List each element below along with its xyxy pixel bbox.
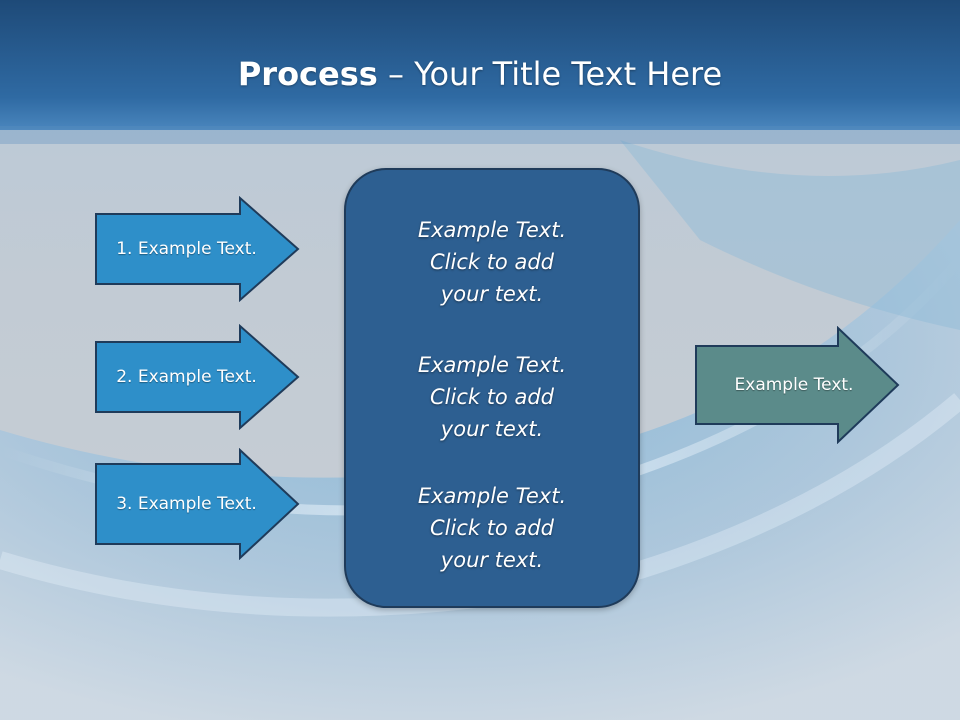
- arrow-shape: [95, 324, 300, 430]
- output-arrow[interactable]: Example Text.: [694, 326, 900, 444]
- block-line: Click to add: [429, 385, 554, 409]
- title-rest-text: – Your Title Text Here: [377, 55, 723, 93]
- block-line: Example Text.: [417, 353, 567, 377]
- arrow-shape: [95, 448, 300, 560]
- center-text-block-3: Example Text. Click to add your text.: [346, 480, 638, 576]
- input-arrow-1[interactable]: 1. Example Text.: [94, 196, 300, 302]
- title-bold-text: Process: [237, 55, 378, 93]
- block-line: your text.: [440, 548, 544, 572]
- input-arrow-2[interactable]: 2. Example Text.: [94, 324, 300, 430]
- center-text-block-2: Example Text. Click to add your text.: [346, 349, 638, 445]
- block-line: Example Text.: [417, 218, 567, 242]
- block-line: your text.: [440, 282, 544, 306]
- arrow-shape: [695, 326, 900, 444]
- process-center-box[interactable]: Example Text. Click to add your text. Ex…: [344, 168, 640, 608]
- output-arrow-label: Example Text.: [734, 375, 854, 395]
- block-line: Click to add: [429, 516, 554, 540]
- input-arrow-label: 2. Example Text.: [116, 367, 257, 387]
- slide-title[interactable]: Process – Your Title Text Here: [0, 52, 960, 96]
- arrow-shape: [95, 196, 300, 302]
- input-arrow-label: 1. Example Text.: [116, 239, 257, 259]
- block-line: your text.: [440, 417, 544, 441]
- input-arrow-3[interactable]: 3. Example Text.: [94, 448, 300, 560]
- center-text-block-1: Example Text. Click to add your text.: [346, 214, 638, 310]
- block-line: Click to add: [429, 250, 554, 274]
- block-line: Example Text.: [417, 484, 567, 508]
- input-arrow-label: 3. Example Text.: [116, 494, 257, 514]
